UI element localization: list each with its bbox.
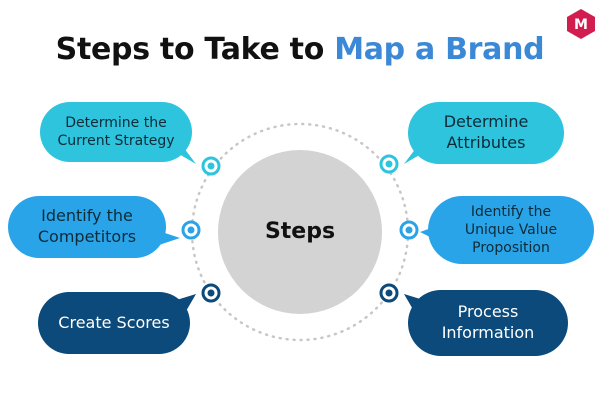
step-unique-value: Identify the Unique Value Proposition — [432, 198, 590, 262]
bubble-create-scores — [38, 292, 196, 354]
page-title: Steps to Take to Map a Brand — [0, 32, 600, 67]
bubble-identify-competitors — [8, 196, 180, 258]
step-line: Process — [457, 302, 519, 322]
step-line: Proposition — [472, 240, 550, 257]
step-line: Determine the — [65, 114, 167, 131]
step-line: Create Scores — [58, 312, 170, 332]
center-circle — [218, 150, 382, 314]
brand-logo: M — [567, 9, 595, 39]
connector-dot-1 — [201, 156, 221, 176]
step-line: Unique Value — [464, 221, 558, 238]
step-line: Attributes — [446, 133, 526, 152]
center-label: Steps — [264, 219, 336, 244]
step-line: Determine — [443, 112, 529, 132]
step-identify-competitors: Identify the Competitors — [12, 198, 162, 256]
step-line: Identify the — [470, 203, 552, 220]
step-process-information: Process Information — [412, 292, 564, 354]
step-line: Current Strategy — [57, 133, 175, 149]
bubble-unique-value — [420, 196, 594, 264]
connector-dot-4 — [379, 154, 399, 174]
connector-dot-2 — [181, 220, 201, 240]
step-line: Competitors — [37, 227, 137, 246]
bubble-determine-strategy — [40, 102, 196, 164]
bubble-determine-attributes — [404, 102, 564, 164]
step-line: Identify the — [41, 206, 133, 226]
bubble-process-information — [404, 290, 568, 356]
step-line: Information — [441, 323, 535, 342]
logo-letter: M — [574, 17, 588, 33]
connector-dot-3 — [201, 283, 221, 303]
step-create-scores: Create Scores — [42, 294, 186, 352]
step-determine-attributes: Determine Attributes — [412, 104, 560, 162]
connector-dot-5 — [399, 220, 419, 240]
step-determine-strategy: Determine the Current Strategy — [44, 104, 188, 160]
logo-badge — [567, 9, 595, 39]
connector-dot-6 — [379, 283, 399, 303]
title-prefix: Steps to Take to — [55, 32, 335, 67]
title-accent: Map a Brand — [334, 32, 545, 67]
